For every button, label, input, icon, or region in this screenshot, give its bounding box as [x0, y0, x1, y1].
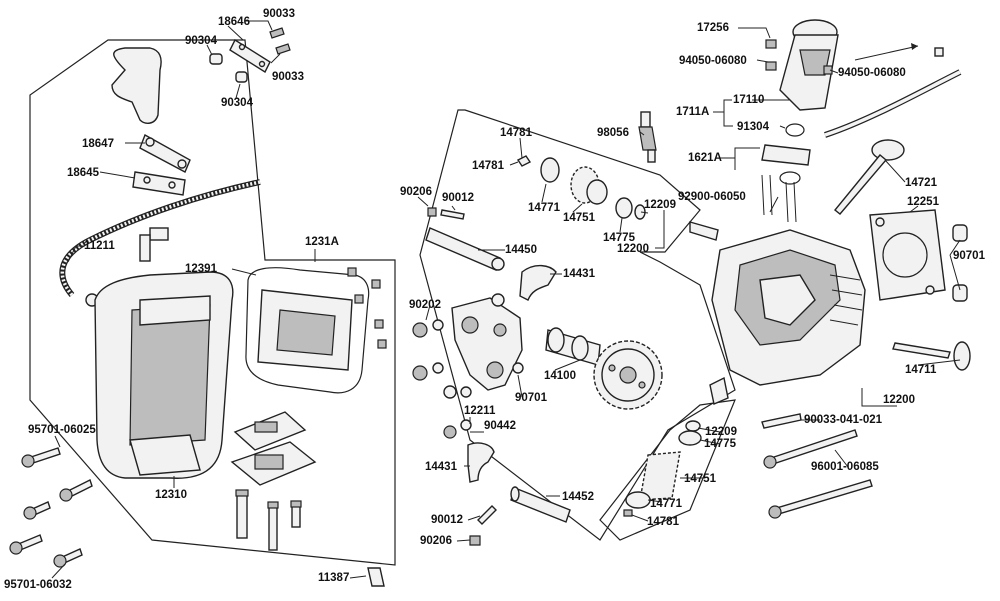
rocker-arm-upper-part	[519, 264, 557, 301]
label-14775-top: 14775	[603, 232, 635, 244]
valve-spring-upper-group	[516, 155, 646, 220]
valve-group-outline	[419, 109, 736, 541]
label-14431-bottom: 14431	[425, 461, 457, 473]
head-gasket-part	[869, 209, 946, 301]
adjust-screws-group	[427, 207, 497, 546]
label-14771-bottom: 14771	[650, 498, 682, 510]
label-92900-06050: 92900-06050	[678, 191, 746, 203]
label-94050-06080-right: 94050-06080	[838, 67, 906, 79]
camshaft-part	[545, 327, 663, 410]
valve-14721-part	[834, 139, 905, 215]
label-14721: 14721	[905, 177, 937, 189]
rocker-shaft-lower-part	[510, 486, 571, 523]
label-12211: 12211	[464, 405, 496, 417]
clip-11387-part	[367, 567, 385, 587]
label-90033-041-021: 90033-041-021	[804, 414, 883, 426]
label-12200-top: 12200	[617, 243, 649, 255]
label-14751-bottom: 14751	[684, 473, 716, 485]
cam-holder-part	[451, 297, 523, 391]
label-14452: 14452	[562, 491, 594, 503]
label-18646: 18646	[218, 16, 250, 28]
gasket-18645-part	[132, 171, 186, 196]
spark-plug-part	[638, 111, 657, 163]
small-gasket-18646-part	[209, 27, 291, 83]
label-11387: 11387	[318, 572, 350, 584]
label-1711A: 1711A	[676, 106, 710, 118]
label-1621A: 1621A	[688, 152, 722, 164]
screws-group	[347, 267, 387, 349]
label-90033-right: 90033	[272, 71, 304, 83]
label-90206-top: 90206	[400, 186, 432, 198]
rocker-arm-lower-part	[467, 442, 495, 483]
cylinder-head-part	[689, 221, 866, 405]
cover-plate-part	[230, 411, 317, 486]
rocker-shaft-part	[425, 227, 505, 271]
valve-spring-lower-group	[623, 420, 702, 517]
label-18645: 18645	[67, 167, 99, 179]
label-14781-top-a: 14781	[500, 127, 532, 139]
label-14711: 14711	[905, 364, 937, 376]
label-11211: 11211	[84, 240, 115, 252]
bolts-group	[235, 489, 302, 551]
label-12200-bottom: 12200	[883, 394, 915, 406]
long-bolts-group	[761, 413, 873, 519]
label-14781-top-b: 14781	[472, 160, 504, 172]
label-14751-top: 14751	[563, 212, 595, 224]
nuts-washers-group	[412, 293, 524, 439]
label-17256: 17256	[697, 22, 729, 34]
label-95701-06032: 95701-06032	[4, 579, 72, 591]
label-18647: 18647	[82, 138, 114, 150]
label-1231A: 1231A	[305, 236, 339, 248]
label-14450: 14450	[505, 244, 537, 256]
label-12251: 12251	[907, 196, 939, 208]
label-91304: 91304	[737, 121, 769, 133]
cylinder-head-cover-group-outline	[29, 39, 396, 566]
label-90202: 90202	[409, 299, 441, 311]
label-12391: 12391	[185, 263, 217, 275]
label-94050-06080-left: 94050-06080	[679, 55, 747, 67]
label-90701-mid: 90701	[515, 392, 547, 404]
studs-group	[761, 174, 797, 223]
label-90012-top: 90012	[442, 192, 474, 204]
thermostat-housing-part	[761, 19, 839, 185]
label-90206-bottom: 90206	[420, 535, 452, 547]
breather-pipe-part	[111, 47, 191, 173]
label-90304-left: 90304	[185, 35, 217, 47]
valve-14711-part	[892, 341, 971, 371]
label-14100: 14100	[544, 370, 576, 382]
label-95701-06025: 95701-06025	[28, 424, 96, 436]
label-12209-bottom: 12209	[705, 426, 737, 438]
label-90304-bottom: 90304	[221, 97, 253, 109]
cover-gasket-part	[245, 267, 370, 394]
label-12209-top: 12209	[644, 199, 676, 211]
label-14771-top: 14771	[528, 202, 560, 214]
label-12310: 12310	[155, 489, 187, 501]
reed-plate-part	[257, 289, 353, 371]
label-14431-top: 14431	[563, 268, 595, 280]
leader-lines	[51, 20, 961, 579]
label-90442: 90442	[484, 420, 516, 432]
dowel-pins-group	[952, 224, 968, 302]
label-14781-bottom: 14781	[647, 516, 679, 528]
label-17110: 17110	[733, 94, 765, 106]
label-98056: 98056	[597, 127, 629, 139]
lower-valve-group-outline	[599, 399, 736, 541]
label-96001-06085: 96001-06085	[811, 461, 879, 473]
label-90701-right: 90701	[953, 250, 985, 262]
label-90012-bottom: 90012	[431, 514, 463, 526]
hex-bolts-group	[9, 447, 93, 568]
label-90033-top: 90033	[263, 8, 295, 20]
cylinder-head-cover-part	[94, 227, 234, 479]
label-14775-bottom: 14775	[704, 438, 736, 450]
